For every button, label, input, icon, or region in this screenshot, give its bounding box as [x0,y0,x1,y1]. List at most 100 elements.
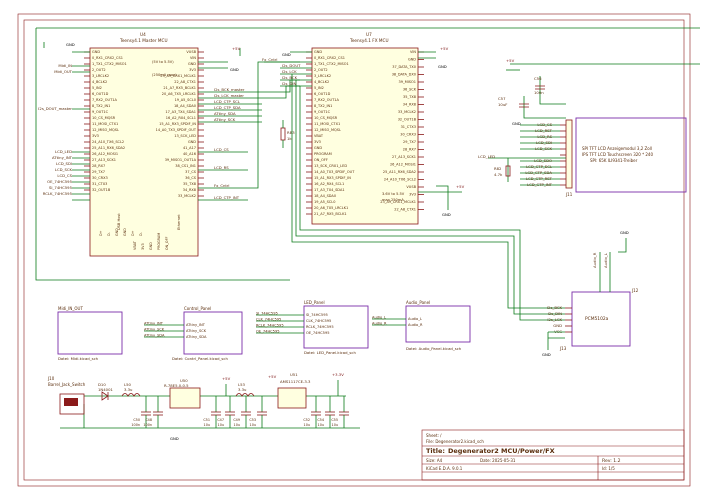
regulator-u50[interactable]: U50 R-78E5.0-0.5 [164,378,201,409]
sheet-led-panel[interactable]: LED_Panel Datei: LED_Panel.kicad_sch SI_… [256,300,369,355]
u7-pin-left: 21_A7_RX5_BCLK1 [314,212,347,216]
u7-5v-label: +5V [440,46,449,51]
rb3-resistor[interactable]: RB3 1k [280,120,295,148]
u7-pin-left: 9_OUT1C [314,110,331,114]
u4-pin-left: 6_OUT1D [92,92,109,96]
u7-pin-left: 3V3 [314,140,321,144]
u4-net-label: ATtiny_SCK [214,117,236,122]
u7-pin-left: 8_TX2_IN1 [314,104,332,108]
u4-net-label: ATtiny_INT [52,155,73,160]
u7-pin-left: 7_RX2_OUT1A [314,98,339,102]
sheet-net-label: RCLK_74HC595 [256,324,284,328]
diode-d10[interactable]: D10 1N4001 [98,382,114,401]
sheet-midi[interactable]: Midi_IN_OUT Datei: Midi.kicad_sch [57,306,123,361]
sheet-net-label: Audio_R [372,322,387,326]
inductor-l50[interactable]: L50 3.3u [121,382,141,397]
u4-pin-bottom: D- [139,231,143,236]
pcm-pin-label: I2s_LCK [547,317,562,322]
lcd-c57[interactable]: C57 10uF [498,96,529,108]
pcm-name: PCM5102a [585,316,609,322]
u7-wires [264,51,565,321]
tb-title: Degenerator2 MCU/Power/FX [448,447,555,455]
lcd-r82[interactable]: R82 4.7k [494,165,511,177]
lcd-pin-label: LCD_CTP_SCL [526,164,553,169]
u7-pin-right: 36_SCK [403,88,417,92]
u4-left-net-labels: Midi_INMidi_OUTI2s_DOUT_masterLCD_LEDATt… [38,63,72,196]
u7-net-label: I2s_BCK [282,75,298,80]
u4-pin-right: 14_A0_TX3_SPDIF_OUT [156,128,197,132]
lcd-desc-3: SPI: 65K ILI9341-Treiber [590,158,638,163]
u7-pin-left: 4_BCLK2 [314,80,329,84]
title-block: Sheet: / File: Degenerator2.kicad_sch Ti… [421,429,685,481]
pcm-pin-label: GND [553,323,562,328]
u7-pin-left: 14_A0_TX3_SPDIF_OUT [314,170,355,174]
u4-ref: U4 [140,32,146,37]
inductor-l53[interactable]: L53 3.3u [235,382,255,397]
u7-pin-right: 30_CRX3 [400,133,416,137]
svg-text:U51: U51 [290,372,298,377]
pcm-audio-r: Audio_R [592,252,597,268]
cap-value: 100n [131,423,140,427]
u7-pin-right: 3V3 [409,193,416,197]
sheet-pin-label: ATtiny_SDA [186,335,207,339]
u4-pin-right: VIN [190,56,196,60]
u7-pin-left: 5_IN2 [314,86,324,90]
pcm-pin-label: I2s_DIN [548,311,562,316]
u4-pin-left: 9_OUT1C [92,110,109,114]
u4-pin-right: 16_A2_RX4_SCL1 [166,116,196,120]
u7-pin-left: GND [314,146,322,150]
sheet-control-panel[interactable]: Control_Panel Datei: Contrl_Panel.kicad_… [144,306,243,361]
cap-ref: C52 [303,418,310,422]
lcd-pin-label: LCD_RS [537,134,552,139]
lcd-c56[interactable]: C56 100n [534,76,545,95]
rail-5v-a: +5V [222,376,231,381]
u4-pin-left: 12_MISO_MQSL [92,128,119,132]
cap-ref: C50 [133,418,140,422]
u4-pin-left: 5_IN2 [92,86,102,90]
u4-pin-right: 40_A16 [183,152,196,156]
u4-pin-right: 3V3 [189,68,196,72]
sheet-pin-label: Audio_L [408,317,422,321]
u7-pin-left: 13_SCK_CRX1_LED [314,164,347,168]
sheet-net-label: OE_74HC595 [256,330,280,334]
pcm5102-module[interactable]: PCM5102a J12 J13 I2s_BCKI2s_DINI2s_LCKGN… [547,288,639,351]
u7-pin-left: 2_OUT2 [314,68,328,72]
u4-pin-right: 34_RX8 [183,188,196,192]
u4-symbol[interactable]: U4 Teensy4.1 Master MCU GND0_RX1_CRX2_CS… [84,32,204,257]
u7-pin-left: 20_A6_TX5_LRCLK1 [314,206,348,210]
u7-pin-right: 26_A12_MOSI1 [390,163,416,167]
cap-value: 10u [332,423,338,427]
tb-sheet: Sheet: / [426,433,442,438]
lcd-connector[interactable]: SPI TFT LCD Anzeigemodul 3,2 Zoll IPS TF… [520,117,687,197]
u4-pin-left: 4_BCLK2 [92,80,107,84]
svg-text:3.3u: 3.3u [124,387,133,392]
sheet-net-label: ATtiny_SCK [144,328,165,332]
svg-text:1N4001: 1N4001 [98,387,114,392]
u7-pin-left: VBAT [314,134,324,138]
u4-pin-bottom: D- [107,231,111,236]
u7-pin-left: 15_A1_RX3_SPDIF_IN [314,176,351,180]
svg-text:R-78E5.0-0.5: R-78E5.0-0.5 [164,383,189,388]
cap-ref: C54 [317,418,324,422]
u4-pin-bottom: GND [115,228,119,236]
u7-pin-right: 33_MCLK2 [398,110,416,114]
u4-pin-left: 8_TX2_IN1 [92,104,110,108]
u4-net-label: ATtiny_SDA [214,111,236,116]
sheet-frame [17,13,691,487]
u7-symbol[interactable]: U7 Teensy4.1 FX MCU GND0_RX1_CRX2_CS11_T… [306,32,424,225]
u7-pin-right: 27_A13_SCK1 [392,155,416,159]
cap-value: 100n [143,423,152,427]
sheet-net-label: SI_74HC595 [256,312,278,316]
u4-net-label: LCD_SDI [56,161,72,166]
sheet-audio-panel[interactable]: Audio_Panel Datei: Audio_Panel.kicad_sch… [372,300,471,351]
u4-note-1: (5V to 5.5V) [152,60,174,64]
regulator-u51[interactable]: U51 AMS1117CE-3.3 [277,372,311,409]
barrel-jack[interactable]: Barrel_Jack_Switch J10 [47,376,86,415]
sheet-net-label: CLK_74HC595 [256,318,281,322]
u4-pin-bottom: VBAT [133,240,137,250]
u4-pin-right: 41_A17 [183,146,196,150]
svg-text:Audio_Panel: Audio_Panel [406,300,430,305]
power-gnd: GND [170,436,179,441]
